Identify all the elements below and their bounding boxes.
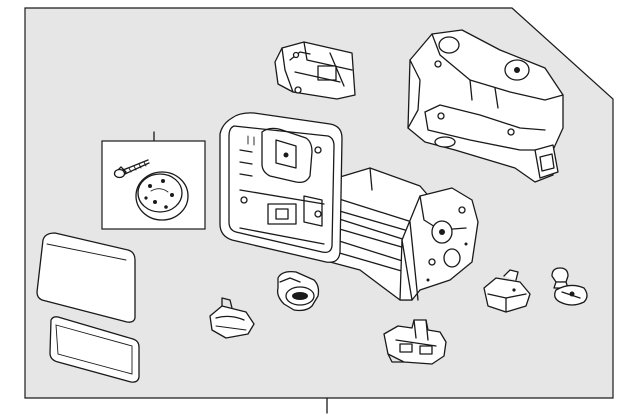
base-cover bbox=[407, 29, 564, 183]
side-lamp bbox=[483, 269, 531, 313]
turn-signal-lamp bbox=[276, 270, 320, 312]
upper-cover-bracket bbox=[274, 41, 356, 100]
mirror-glass-upper bbox=[36, 232, 136, 323]
mirror-head-housing bbox=[219, 112, 343, 263]
extension-arm-assembly bbox=[329, 167, 479, 301]
lamp-socket-small bbox=[209, 297, 255, 339]
mounting-screw bbox=[113, 159, 150, 179]
wiring-connector-bracket bbox=[383, 319, 447, 365]
adjuster-motor-cap bbox=[135, 171, 189, 221]
bulb-socket bbox=[551, 267, 588, 306]
mirror-glass-lower-spotter bbox=[49, 316, 140, 383]
